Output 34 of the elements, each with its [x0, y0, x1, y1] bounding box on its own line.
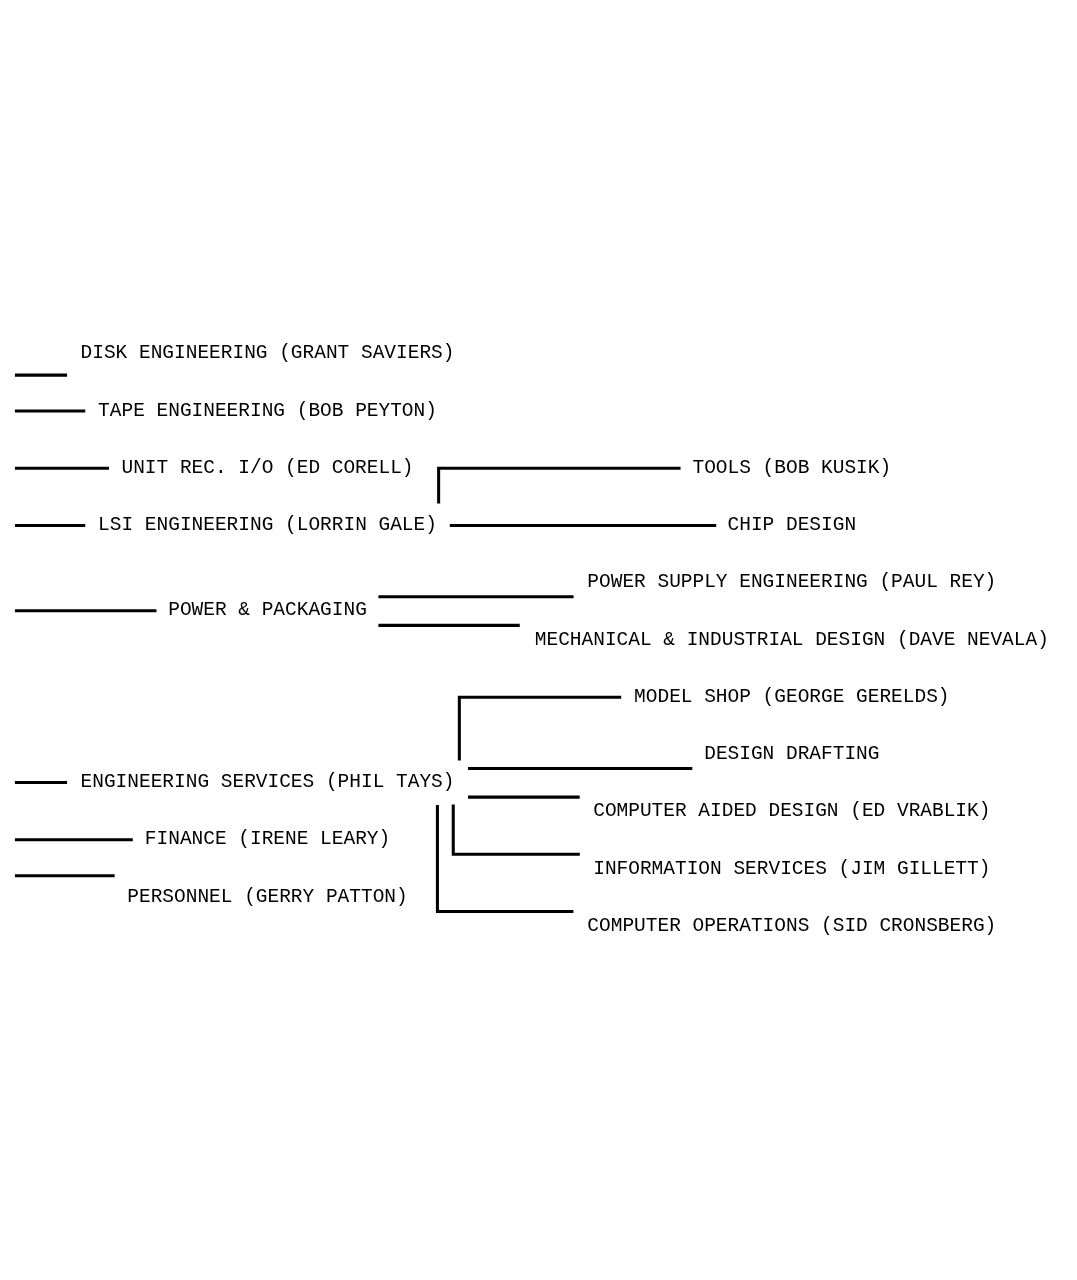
connector: [14, 874, 115, 878]
connector: [14, 373, 68, 377]
node-text: MECHANICAL & INDUSTRIAL DESIGN (DAVE NEVALA): [534, 628, 1049, 651]
connector: [14, 838, 133, 842]
connector: [449, 524, 717, 528]
node-text: PERSONNEL (GERRY PATTON): [127, 885, 408, 908]
connector: [378, 595, 574, 599]
connector: [14, 409, 86, 413]
node-text: POWER & PACKAGING: [168, 599, 367, 622]
node-text: TAPE ENGINEERING (BOB PEYTON): [98, 399, 437, 422]
connector: [468, 795, 580, 799]
connector: [435, 805, 574, 914]
node-text: COMPUTER AIDED DESIGN (ED VRABLIK): [593, 800, 991, 823]
node-text: LSI ENGINEERING (LORRIN GALE): [98, 514, 437, 537]
node-text: COMPUTER OPERATIONS (SID CRONSBERG): [587, 914, 997, 937]
node-text: CHIP DESIGN: [727, 514, 857, 537]
connector: [468, 766, 693, 770]
node-text: UNIT REC. I/O (ED CORELL): [121, 456, 414, 479]
node-text: DESIGN DRAFTING: [704, 743, 880, 766]
node-text: TOOLS (BOB KUSIK): [692, 456, 892, 479]
connector: [14, 780, 68, 784]
node-text: POWER SUPPLY ENGINEERING (PAUL REY): [587, 571, 997, 594]
connector: [14, 466, 109, 470]
connector: [457, 695, 622, 761]
connector: [14, 609, 157, 613]
node-text: FINANCE (IRENE LEARY): [144, 828, 391, 851]
connector: [437, 466, 681, 504]
node-text: MODEL SHOP (GEORGE GERELDS): [634, 685, 950, 708]
node-text: ENGINEERING SERVICES (PHIL TAYS): [80, 771, 455, 794]
node-text: INFORMATION SERVICES (JIM GILLETT): [593, 857, 991, 880]
connector: [451, 804, 580, 856]
connector: [378, 623, 520, 627]
connector: [14, 524, 86, 528]
node-text: DISK ENGINEERING (GRANT SAVIERS): [80, 342, 455, 365]
